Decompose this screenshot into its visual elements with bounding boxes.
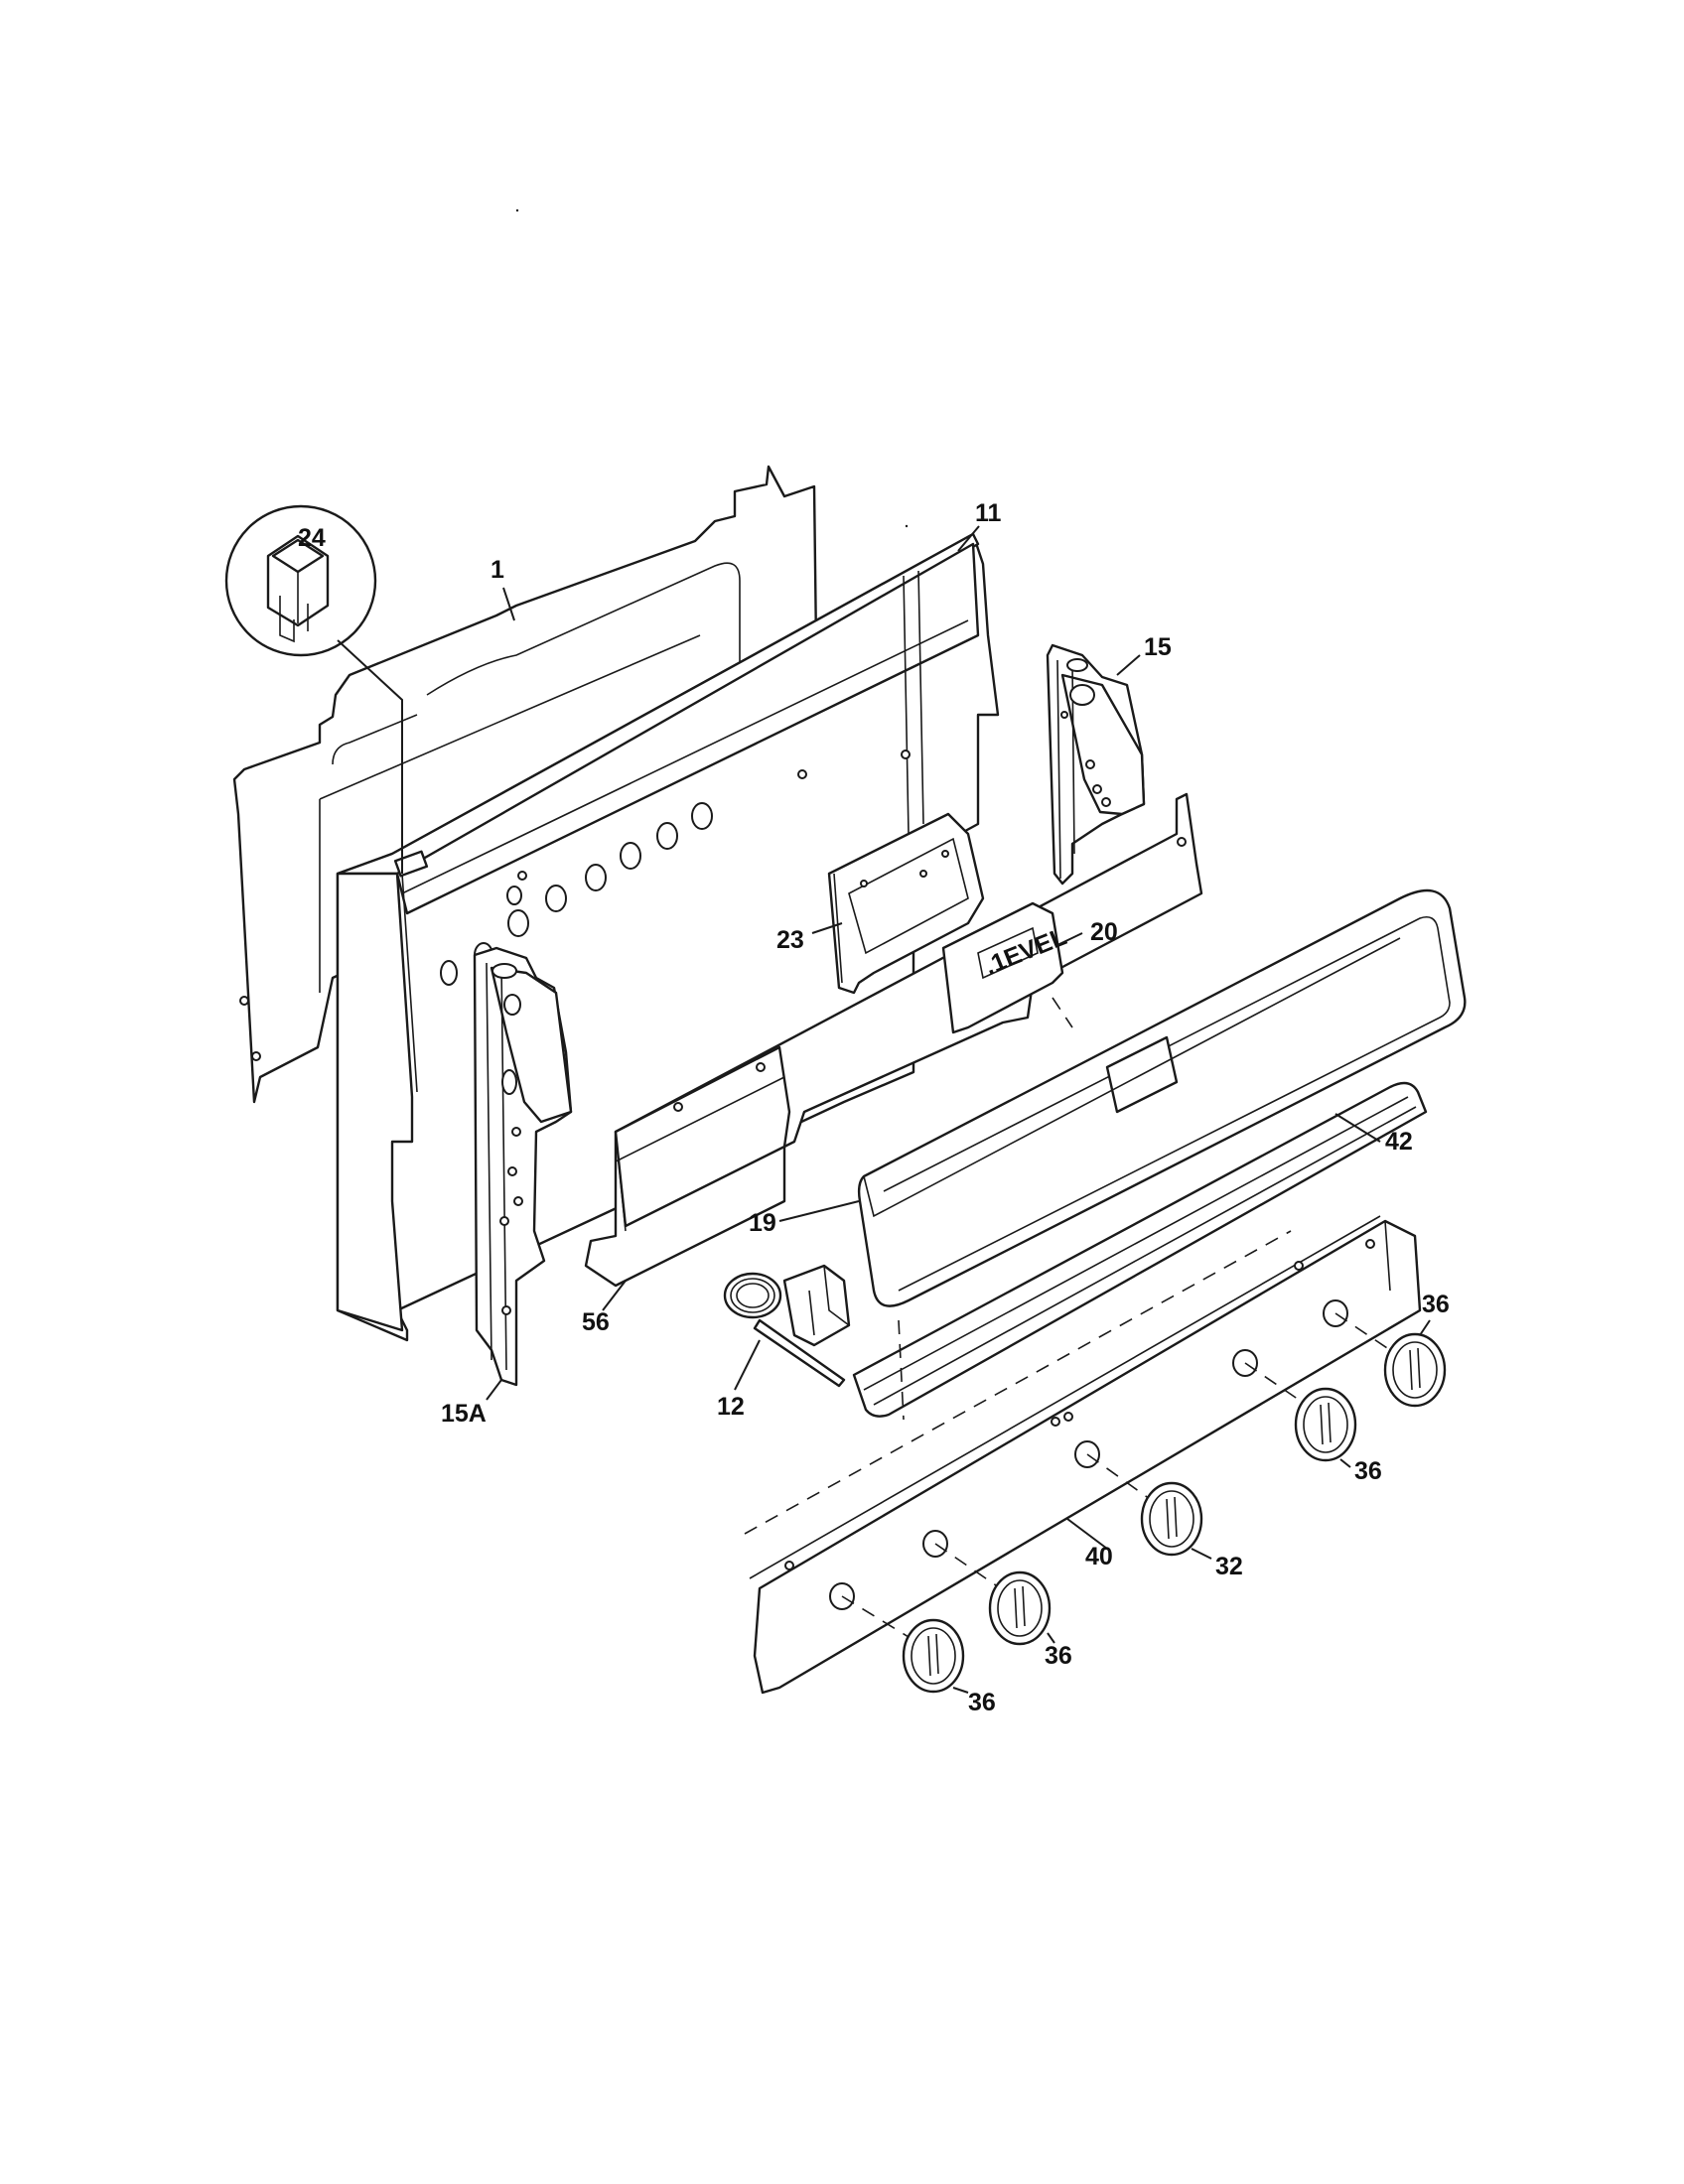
callout-12: 12: [717, 1393, 745, 1421]
callout-24: 24: [298, 524, 326, 552]
knob-32-center: [1140, 1481, 1203, 1557]
callout-15a: 15A: [441, 1400, 487, 1428]
callout-20: 20: [1090, 918, 1118, 946]
part-24-rocker-switch-inset: [224, 504, 403, 874]
callout-36-far-right: 36: [1422, 1291, 1450, 1318]
callout-36-right: 36: [1354, 1457, 1382, 1485]
callout-11: 11: [975, 499, 1002, 527]
callout-36-far-left: 36: [968, 1689, 996, 1716]
callout-19: 19: [749, 1209, 776, 1237]
leader-lines: [486, 525, 1431, 1694]
part-40-manifold-panel: [749, 1215, 1422, 1695]
part-15a-left-end-bracket: [473, 946, 573, 1387]
part-42-trim-strip: [852, 1081, 1428, 1418]
callout-42: 42: [1385, 1128, 1413, 1156]
knob-36-right: [1294, 1387, 1357, 1462]
knob-36-far-right: [1383, 1332, 1447, 1408]
part-19-front-control-panel: [857, 888, 1467, 1307]
callout-56: 56: [582, 1308, 610, 1336]
callout-40: 40: [1085, 1543, 1113, 1570]
part-23-control-bracket: [827, 812, 985, 995]
callout-23: 23: [776, 926, 804, 954]
callout-1: 1: [491, 556, 504, 584]
knob-36-left: [988, 1570, 1052, 1646]
callout-32: 32: [1215, 1553, 1243, 1580]
callout-15: 15: [1144, 633, 1172, 661]
part-12-thermostat: [723, 1264, 851, 1388]
part-20-clock-display: .1EVEL: [941, 901, 1070, 1034]
knob-36-far-left: [902, 1618, 965, 1694]
part-15-right-end-bracket: [1046, 643, 1146, 886]
callout-36-left: 36: [1045, 1642, 1072, 1670]
callout-labels: 1 11 24 15 23 20 42 19 56 15A 12 36 36 4…: [298, 499, 1450, 1716]
